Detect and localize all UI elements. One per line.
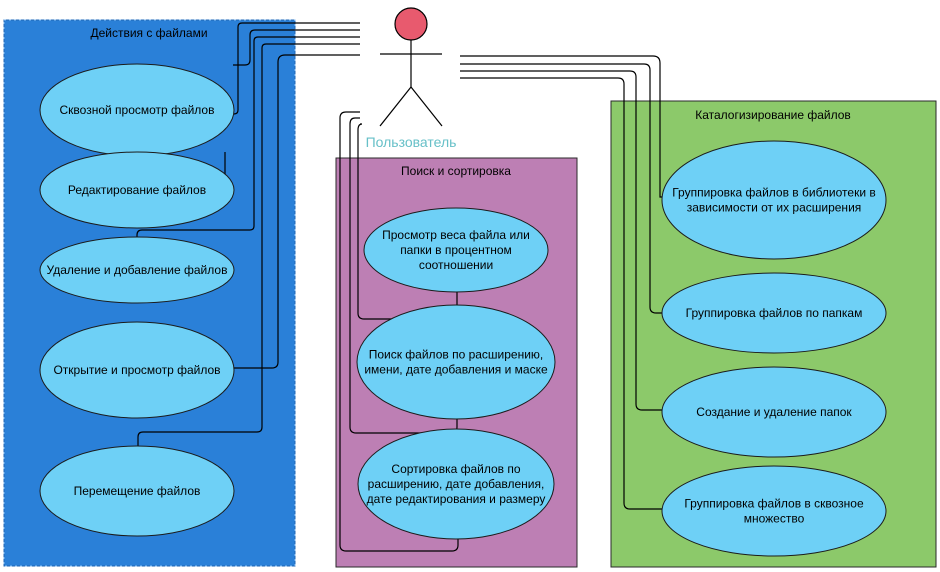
association-line — [460, 63, 663, 314]
association-line — [460, 70, 663, 411]
use-case-file-actions-2: Редактирование файлов — [39, 151, 235, 229]
association-lines — [136, 22, 663, 552]
use-case-cataloging-3: Создание и удаление папок — [661, 366, 887, 458]
use-case-label: Группировка файлов в библиотеки в — [672, 186, 876, 200]
association-line — [339, 111, 459, 552]
association-line — [460, 55, 663, 198]
group-file-actions-title: Действия с файлами — [90, 26, 207, 40]
association-line — [460, 77, 663, 510]
actor-label: Пользователь — [366, 134, 457, 150]
use-case-label: расширению, дате добавления, — [368, 477, 545, 491]
use-case-file-actions-1: Сквозной просмотр файлов — [39, 63, 235, 157]
use-case-label: Просмотр веса файла или — [382, 228, 530, 242]
use-case-ellipse — [661, 272, 887, 354]
association-line — [233, 29, 360, 66]
use-case-ellipse — [39, 445, 235, 537]
use-case-ellipse — [39, 321, 235, 419]
use-case-file-actions-4: Открытие и просмотр файлов — [39, 321, 235, 419]
use-case-label: Удаление и добавление файлов — [47, 263, 228, 277]
use-case-label: зависимости от их расширения — [687, 201, 862, 215]
use-case-ellipse — [357, 428, 555, 540]
use-case-label: Группировка файлов в сквозное — [684, 497, 864, 511]
use-case-search-sort-2: Поиск файлов по расширению,имени, дате д… — [356, 304, 556, 420]
use-case-ellipse — [661, 140, 887, 260]
group-search-sort-title: Поиск и сортировка — [401, 164, 511, 178]
use-case-label: Поиск файлов по расширению, — [369, 348, 544, 362]
use-case-ellipse — [39, 236, 235, 304]
use-case-ellipse — [661, 366, 887, 458]
use-case-ellipse — [661, 465, 887, 557]
use-case-label: Открытие и просмотр файлов — [53, 363, 220, 377]
use-case-label: Сортировка файлов по — [391, 462, 520, 476]
use-case-label: Редактирование файлов — [68, 183, 206, 197]
actor-user: Пользователь — [366, 7, 457, 150]
use-case-cataloging-1: Группировка файлов в библиотеки взависим… — [661, 140, 887, 260]
use-case-ellipse — [356, 304, 556, 420]
association-line — [234, 54, 360, 369]
use-case-file-actions-5: Перемещение файлов — [39, 445, 235, 537]
group-cataloging-title: Каталогизирование файлов — [695, 108, 851, 122]
use-case-label: дате редактирования и размеру — [367, 492, 546, 506]
use-case-cataloging-2: Группировка файлов по папкам — [661, 272, 887, 354]
use-case-label: Перемещение файлов — [74, 484, 201, 498]
use-case-label: множество — [744, 512, 805, 526]
use-case-label: Группировка файлов по папкам — [686, 306, 863, 320]
use-case-label: папки в процентном — [400, 243, 512, 257]
association-line — [136, 36, 360, 240]
association-line — [233, 22, 360, 115]
use-case-label: Создание и удаление папок — [696, 405, 852, 419]
association-line — [137, 43, 360, 447]
use-case-label: имени, дате добавления и маске — [364, 363, 548, 377]
use-case-ellipse — [39, 151, 235, 229]
use-case-label: соотношении — [419, 258, 493, 272]
use-case-label: Сквозной просмотр файлов — [60, 103, 215, 117]
use-case-ellipse — [363, 207, 549, 293]
use-case-file-actions-3: Удаление и добавление файлов — [39, 236, 235, 304]
actor-head-icon — [394, 7, 428, 41]
